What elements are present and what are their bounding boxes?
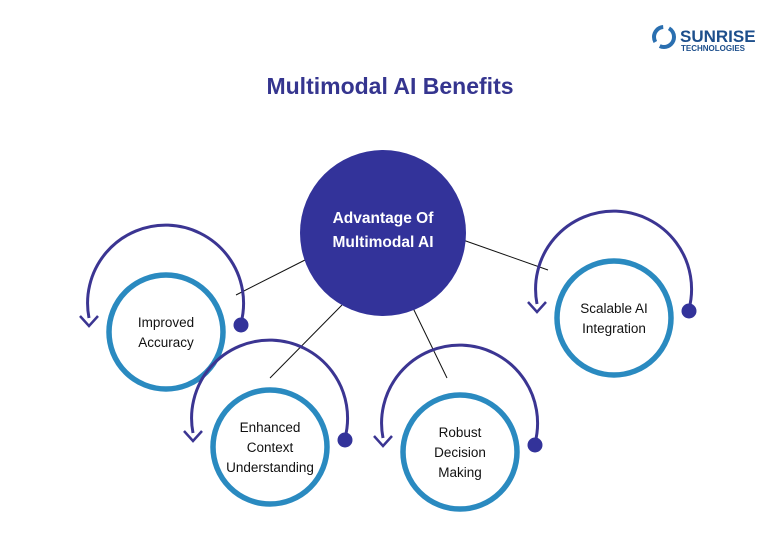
benefit-node: Scalable AI Integration bbox=[527, 209, 697, 378]
connector-line bbox=[462, 239, 549, 271]
benefit-label: Improved bbox=[138, 315, 194, 330]
benefit-label: Integration bbox=[582, 321, 646, 336]
benefit-label: Context bbox=[247, 440, 294, 455]
cycle-arc bbox=[86, 223, 246, 324]
benefit-label: Understanding bbox=[226, 460, 314, 475]
arrow-down-icon bbox=[79, 315, 99, 328]
arc-end-dot bbox=[527, 437, 543, 453]
logo: SUNRISE TECHNOLOGIES bbox=[652, 25, 756, 53]
benefit-label: Making bbox=[438, 465, 482, 480]
benefit-label: Enhanced bbox=[240, 420, 301, 435]
benefit-circle bbox=[554, 258, 674, 378]
benefit-circle bbox=[400, 392, 520, 512]
arrow-down-icon bbox=[527, 301, 547, 314]
benefit-circle bbox=[210, 387, 330, 507]
center-label-line2: Multimodal AI bbox=[332, 234, 433, 251]
logo-subtitle: TECHNOLOGIES bbox=[681, 44, 746, 53]
cycle-arc bbox=[534, 209, 694, 310]
arc-end-dot bbox=[233, 317, 249, 333]
arrow-down-icon bbox=[373, 435, 393, 448]
benefit-label: Robust bbox=[439, 425, 482, 440]
benefit-circle bbox=[106, 272, 226, 392]
cycle-arc bbox=[190, 338, 350, 439]
arrow-down-icon bbox=[183, 430, 203, 443]
connector-line bbox=[269, 304, 343, 379]
connector-line bbox=[235, 259, 306, 296]
logo-icon bbox=[652, 25, 676, 49]
connector-line bbox=[412, 307, 448, 379]
benefit-label: Accuracy bbox=[138, 335, 194, 350]
cycle-arc bbox=[380, 343, 540, 444]
center-circle bbox=[300, 150, 466, 316]
center-label-line1: Advantage Of bbox=[333, 210, 435, 227]
connectors bbox=[235, 239, 549, 379]
logo-name: SUNRISE bbox=[680, 27, 756, 46]
page-title: Multimodal AI Benefits bbox=[266, 73, 513, 99]
arc-end-dot bbox=[681, 303, 697, 319]
benefit-label: Scalable AI bbox=[580, 301, 648, 316]
benefit-label: Decision bbox=[434, 445, 486, 460]
arc-end-dot bbox=[337, 432, 353, 448]
